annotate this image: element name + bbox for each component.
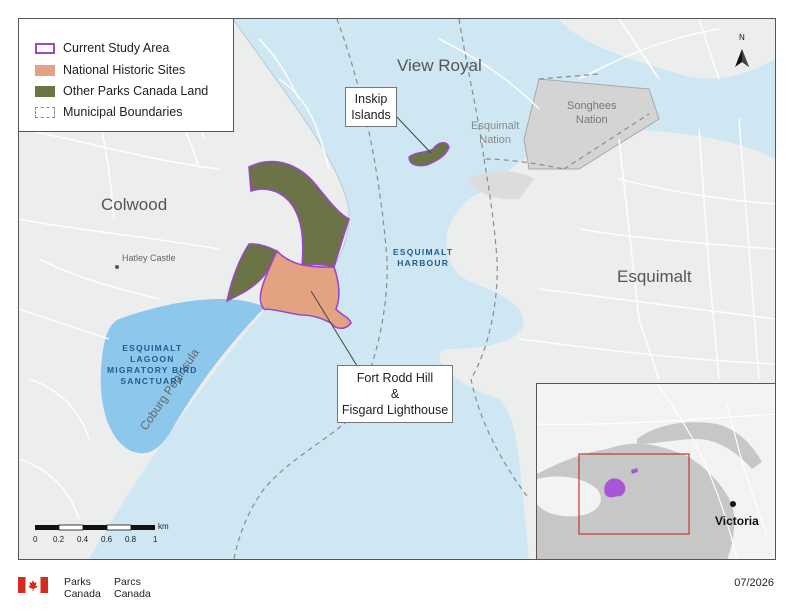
hatley-castle-marker — [115, 265, 119, 269]
road-network — [19, 19, 775, 520]
scale-bar-seg — [35, 525, 59, 530]
inset-label-victoria: Victoria — [715, 514, 759, 528]
scale-tick-2: 0.4 — [77, 535, 89, 544]
legend-label-municipal: Municipal Boundaries — [63, 105, 183, 119]
inset-victoria-marker — [730, 501, 736, 507]
legend-item-other-land: Other Parks Canada Land — [35, 84, 208, 98]
scale-bar — [35, 524, 155, 531]
harbour-water — [89, 19, 775, 559]
scale-bar-seg — [131, 525, 155, 530]
legend-label-study-area: Current Study Area — [63, 41, 170, 55]
legend-swatch-study-area — [35, 42, 55, 54]
label-hatley-castle: Hatley Castle — [122, 253, 176, 263]
label-harbour-line2: HARBOUR — [397, 258, 450, 268]
legend-item-municipal: Municipal Boundaries — [35, 105, 183, 119]
inset-study-area — [604, 478, 626, 498]
basemap — [19, 19, 775, 559]
legend-item-nhs: National Historic Sites — [35, 63, 185, 77]
inset-water — [537, 443, 735, 559]
label-colwood: Colwood — [101, 195, 168, 214]
callout-inskip-islands: Inskip Islands — [345, 87, 397, 127]
inset-extent-box — [578, 453, 690, 535]
map-frame: View Royal Colwood Esquimalt Hatley Cast… — [18, 18, 776, 560]
north-arrow-label: N — [739, 33, 745, 42]
map-date: 07/2026 — [734, 577, 774, 589]
legend-swatch-other-land — [35, 85, 55, 97]
legend-swatch-nhs — [35, 64, 55, 76]
inset-roads — [537, 384, 775, 559]
scale-unit: km — [158, 522, 169, 531]
footer-parks-fr-2: Canada — [114, 588, 151, 600]
scale-tick-4: 0.8 — [125, 535, 137, 544]
footer-parks-fr-1: Parcs — [114, 576, 141, 588]
label-esquimalt-nation: Esquimalt Nation — [471, 119, 519, 147]
footer-parks-en-2: Canada — [64, 588, 101, 600]
songhees-nation-land — [523, 78, 660, 170]
callout-inskip-line2: Islands — [351, 108, 391, 122]
callout-fort-line3: Fisgard Lighthouse — [341, 403, 449, 417]
label-songhees-nation: Songhees Nation — [567, 99, 617, 127]
inset-map: Victoria — [536, 383, 775, 559]
label-esquimalt-nation-line1: Esquimalt — [471, 120, 520, 132]
scale-bar-seg — [106, 524, 132, 531]
label-lagoon-line3: MIGRATORY BIRD — [107, 365, 198, 375]
canada-flag-icon — [18, 577, 48, 593]
scale-tick-1: 0.2 — [53, 535, 65, 544]
leader-line-inskip — [394, 114, 432, 154]
scale-bar-seg — [58, 524, 84, 531]
legend-swatch-municipal — [35, 106, 55, 118]
label-songhees-line1: Songhees — [567, 100, 617, 112]
callout-fort-line1: Fort Rodd Hill — [356, 371, 434, 385]
esquimalt-nation-land — [467, 171, 534, 200]
inset-map-graphic — [537, 384, 775, 559]
callout-fort-rodd-hill: Fort Rodd Hill & Fisgard Lighthouse — [337, 365, 453, 423]
legend-label-other-land: Other Parks Canada Land — [63, 84, 209, 98]
label-lagoon-line4: SANCTUARY — [120, 376, 185, 386]
footer-parks-canada-en: Parks Canada — [64, 576, 101, 600]
label-songhees-line2: Nation — [575, 114, 608, 126]
inset-water-arm — [637, 422, 762, 469]
inset-land-west — [537, 476, 601, 517]
label-esquimalt-harbour: ESQUIMALT HARBOUR — [393, 247, 453, 269]
lagoon-water — [100, 298, 265, 454]
legend-item-study-area: Current Study Area — [35, 41, 169, 55]
north-arrow-icon — [735, 49, 749, 67]
inset-study-area-islands — [631, 468, 638, 474]
footer-parks-en-1: Parks — [64, 576, 91, 588]
other-parks-canada-land-west — [226, 243, 278, 303]
scale-bar-seg — [83, 525, 107, 530]
label-esquimalt-lagoon: ESQUIMALT LAGOON MIGRATORY BIRD SANCTUAR… — [107, 343, 198, 387]
scale-tick-3: 0.6 — [101, 535, 113, 544]
label-lagoon-line1: ESQUIMALT — [122, 343, 183, 353]
inskip-islands — [408, 142, 450, 167]
label-view-royal: View Royal — [397, 56, 482, 75]
label-esquimalt: Esquimalt — [617, 267, 692, 286]
scale-tick-5: 1 — [153, 535, 158, 544]
leader-line-fort — [310, 290, 360, 370]
callout-fort-line2: & — [390, 387, 400, 401]
national-historic-site — [259, 249, 352, 330]
legend-label-nhs: National Historic Sites — [63, 63, 186, 77]
callout-inskip-line1: Inskip — [354, 92, 388, 106]
scale-tick-0: 0 — [33, 535, 38, 544]
label-lagoon-line2: LAGOON — [130, 354, 175, 364]
label-esquimalt-nation-line2: Nation — [479, 134, 512, 146]
legend: Current Study Area National Historic Sit… — [19, 19, 234, 132]
label-harbour-line1: ESQUIMALT — [393, 247, 454, 257]
footer-parcs-canada-fr: Parcs Canada — [114, 576, 151, 600]
